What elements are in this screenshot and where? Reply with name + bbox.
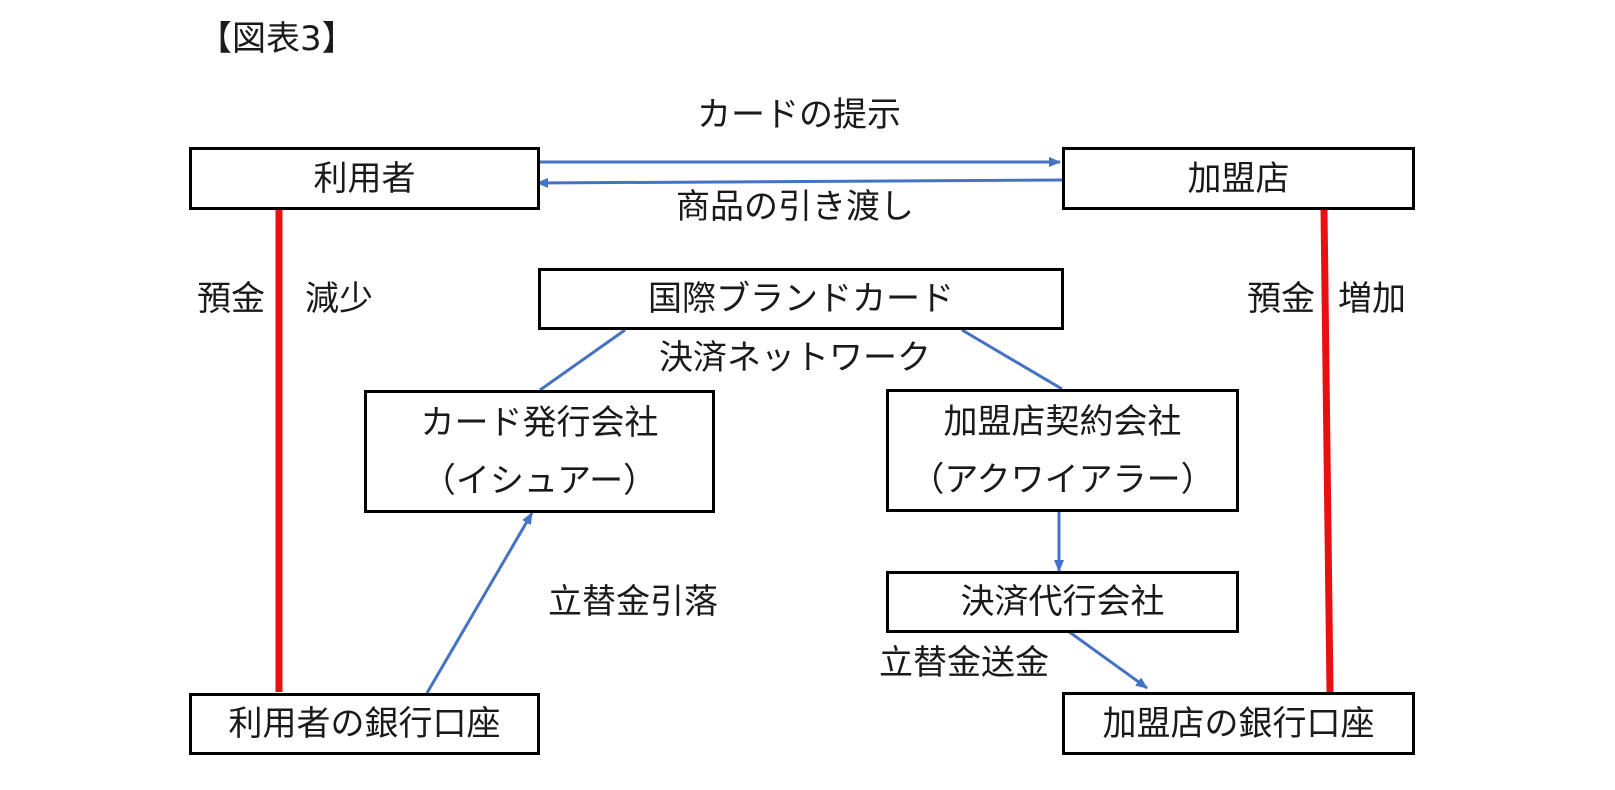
network-box: 国際ブランドカード [538,268,1064,330]
remittance-arrow [1067,629,1148,690]
payment-agent-label: 決済代行会社 [960,582,1165,622]
user-decrease-label: 減少 [305,279,373,319]
acquirer-role-label: （アクワイアラー） [910,459,1215,500]
merchant-bank-box: 加盟店の銀行口座 [1062,692,1415,755]
user-box: 利用者 [189,147,540,210]
merchant-box: 加盟店 [1062,147,1415,210]
network-issuer-connector [539,328,626,392]
figure-title: 【図表3】 [198,19,356,59]
merchant-deposit-label: 預金 [1247,279,1315,319]
user-bank-label: 利用者の銀行口座 [228,704,501,744]
goods-delivery-label: 商品の引き渡し [676,187,914,227]
issuer-role-label: （イシュアー） [421,460,658,501]
card-presentation-label: カードの提示 [697,95,901,135]
merchant-increase-label: 増加 [1338,279,1406,319]
acquirer-label: 加盟店契約会社 [943,401,1182,442]
merchant-label: 加盟店 [1187,158,1290,199]
acquirer-box: 加盟店契約会社 （アクワイアラー） [886,389,1239,512]
issuer-box: カード発行会社 （イシュアー） [364,390,715,513]
network-acquirer-connector [961,328,1063,391]
user-bank-box: 利用者の銀行口座 [189,693,540,755]
remittance-label: 立替金送金 [879,643,1049,683]
merchant-deposit-line [1320,209,1334,693]
network-caption: 決済ネットワーク [659,338,931,378]
issuer-label: カード発行会社 [420,402,659,443]
payment-agent-box: 決済代行会社 [886,571,1239,633]
network-label: 国際ブランドカード [648,279,954,319]
debit-label: 立替金引落 [548,582,718,622]
goods-delivery-arrow [536,177,1063,188]
merchant-bank-label: 加盟店の銀行口座 [1102,703,1375,744]
debit-arrow [425,512,534,694]
user-label: 利用者 [313,158,416,199]
user-deposit-label: 預金 [197,279,265,319]
